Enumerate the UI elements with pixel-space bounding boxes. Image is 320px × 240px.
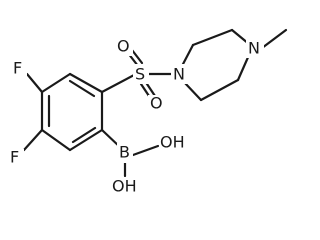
piperazine-bond-5: [199, 78, 240, 102]
atom-label-o-bottom: O: [150, 94, 163, 113]
atom-label-b: B: [119, 143, 130, 162]
atom-label-oh-right: OH: [160, 133, 185, 152]
bond-ring-to-f-upper: [25, 72, 44, 94]
molecule-structure-diagram: F F S O O N N B: [8, 28, 288, 197]
atom-label-f-lower: F: [10, 148, 19, 167]
atom-sulfur: S: [133, 64, 149, 84]
ring-bond-c1-c2: [68, 72, 104, 94]
ring-bond-c5-c6: [68, 128, 104, 152]
aromatic-double-bond-1: [68, 79, 96, 98]
bond-s-o-top-b: [130, 48, 144, 65]
ring-bond-c4-c5: [40, 128, 72, 152]
atom-boron: B: [117, 143, 133, 163]
atom-nitrogen-sulfonamide: N: [171, 64, 189, 84]
atom-label-n-methyl: N: [248, 39, 260, 58]
atom-hydroxyl-bottom: OH: [111, 177, 139, 197]
piperazine-bond-2: [191, 28, 234, 47]
atom-label-s: S: [135, 65, 145, 84]
atom-label-o-top: O: [117, 37, 130, 56]
atom-label-oh-bottom: OH: [112, 177, 137, 196]
piperazine-bond-4: [236, 53, 251, 82]
ring-bond-c2-c3: [40, 72, 72, 94]
atom-label-f-upper: F: [13, 59, 22, 78]
atom-oxygen-top: O: [115, 37, 133, 56]
bond-ring-to-f-lower: [22, 128, 44, 152]
atom-oxygen-bottom: O: [148, 94, 166, 113]
bond-n-methyl: [260, 28, 288, 50]
aromatic-double-bond-3: [71, 126, 97, 144]
bond-ring-to-sulfur: [100, 72, 138, 94]
atom-fluorine-upper: F: [11, 59, 27, 78]
atom-label-n-sulfonamide: N: [173, 65, 185, 84]
atom-hydroxyl-right: OH: [159, 133, 187, 153]
piperazine-bond-6: [182, 80, 203, 102]
atom-fluorine-lower: F: [8, 148, 24, 167]
bond-boron-to-oh-right: [131, 144, 160, 157]
atom-nitrogen-methyl: N: [246, 39, 264, 58]
piperazine-bond-1: [180, 43, 195, 68]
atom-label-layer: F F S O O N N B: [8, 37, 264, 197]
